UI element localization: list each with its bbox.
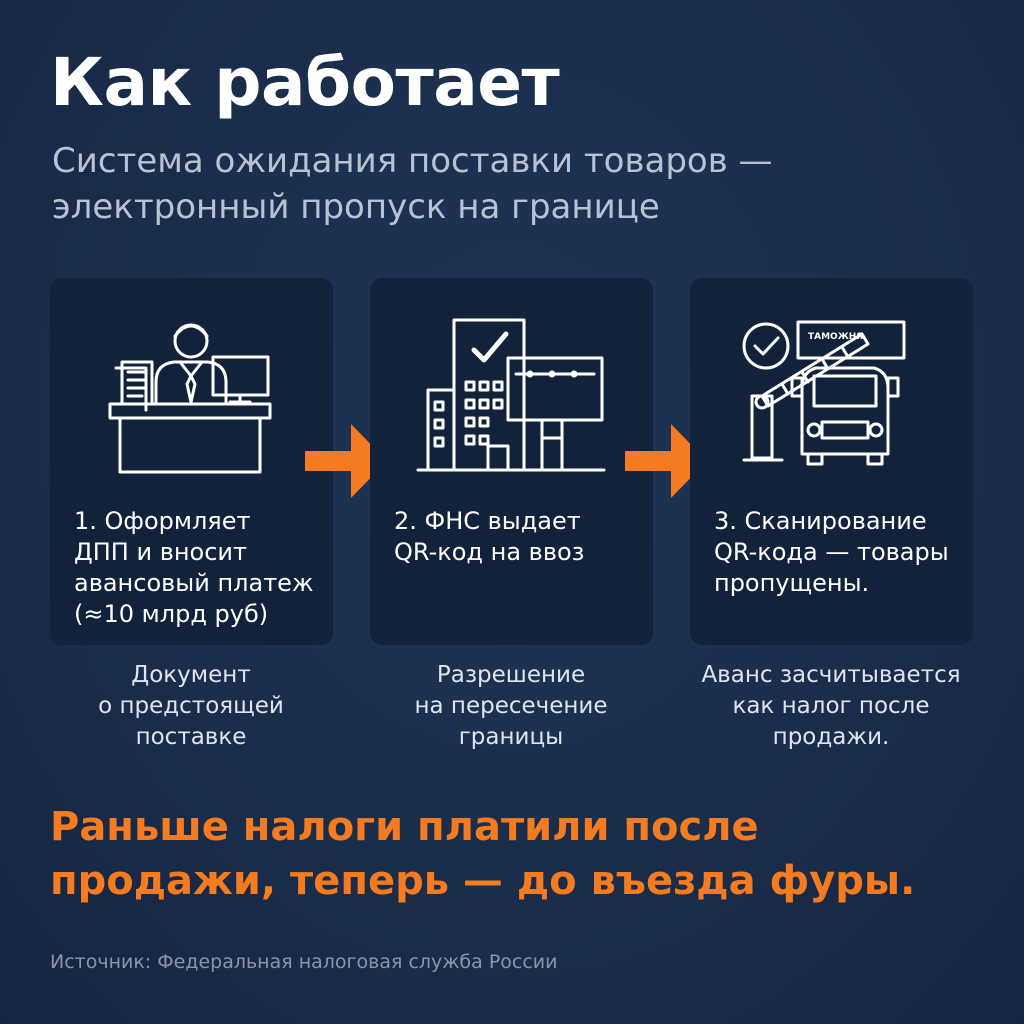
page-title: Как работает: [50, 44, 560, 121]
step-2-caption: Разрешение на пересечение границы: [414, 662, 608, 750]
step-card-3: ТАМОЖНЯ 3. Сканирование QR-кода — товары…: [690, 278, 973, 645]
arrow-right-icon: [305, 424, 387, 498]
arrow-right-icon: [625, 424, 707, 498]
step-1-caption: Документ о предстоящей поставке: [98, 662, 284, 750]
step-card-1: 1. Оформляет ДПП и вносит авансовый плат…: [50, 278, 333, 645]
step-3-caption: Аванс засчитывается как налог после прод…: [701, 662, 961, 750]
tax-office-building-icon: [416, 318, 606, 472]
customs-sign-label: ТАМОЖНЯ: [808, 332, 863, 342]
source-note: Источник: Федеральная налоговая служба Р…: [50, 951, 558, 973]
step-3-text: 3. Сканирование QR-кода — товары пропуще…: [714, 507, 949, 597]
key-message: Раньше налоги платили после продажи, теп…: [50, 804, 916, 904]
office-worker-icon: [108, 323, 272, 474]
step-card-2: 2. ФНС выдает QR-код на ввоз: [370, 278, 653, 645]
page-subtitle: Система ожидания поставки товаров — элек…: [52, 141, 773, 227]
customs-truck-icon: ТАМОЖНЯ: [742, 320, 906, 466]
step-2-text: 2. ФНС выдает QR-код на ввоз: [394, 507, 585, 566]
step-1-text: 1. Оформляет ДПП и вносит авансовый плат…: [74, 507, 314, 628]
